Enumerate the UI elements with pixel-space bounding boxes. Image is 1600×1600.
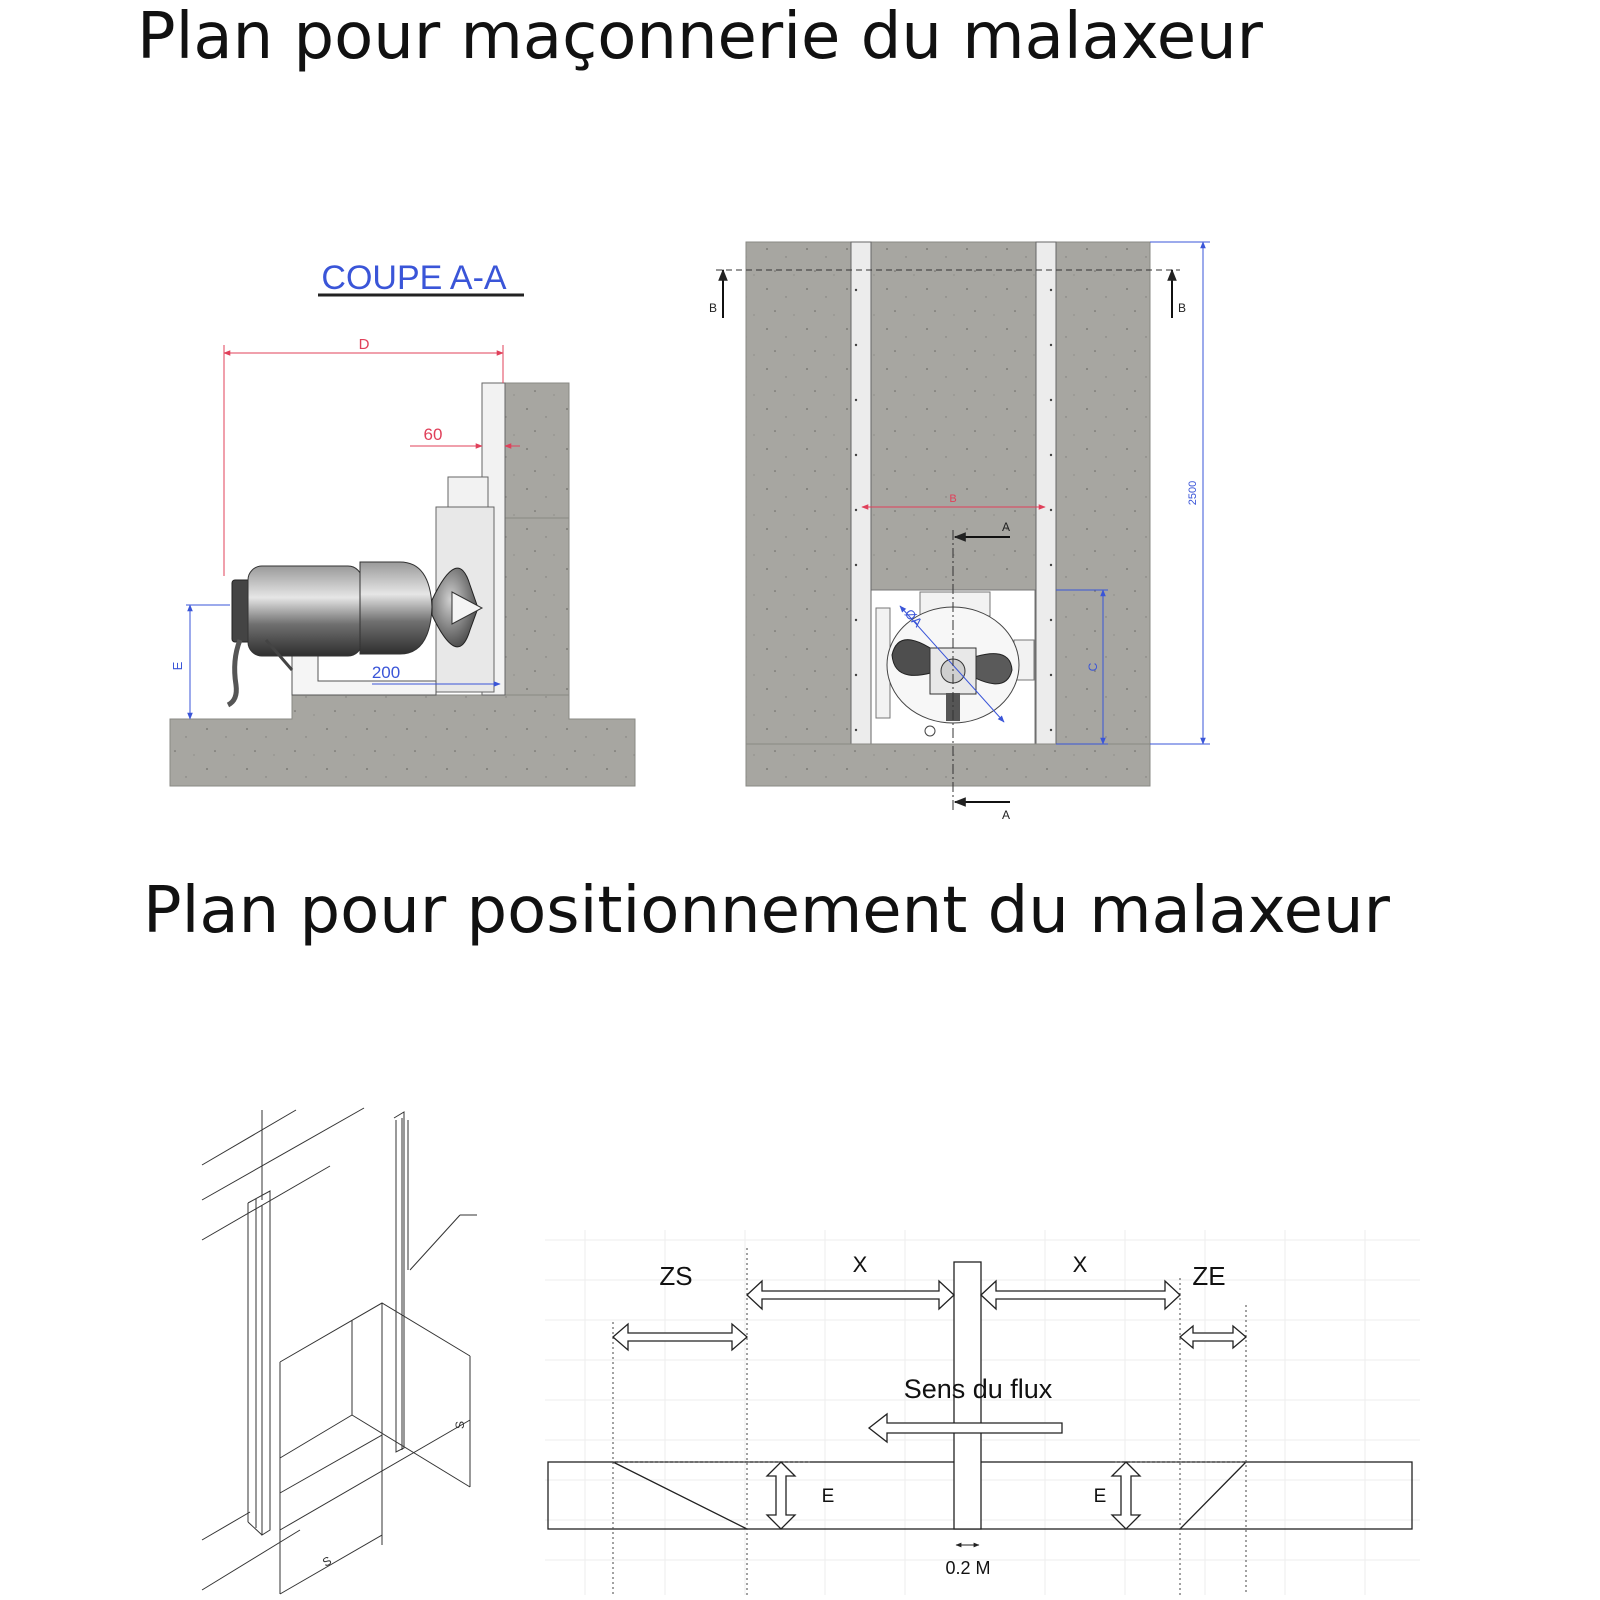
isometric-view: S S (201, 1107, 477, 1595)
e-label-right: E (1094, 1486, 1107, 1507)
zs-arrow (612, 1322, 748, 1352)
marker-b-right: B (1178, 301, 1186, 315)
dim-e-label: E (170, 661, 185, 670)
dim-60-label: 60 (424, 425, 443, 444)
dim-2500-label: 2500 (1187, 481, 1199, 505)
plan-view: ØA B B B A A C 2500 (709, 241, 1210, 822)
motor-body (359, 561, 433, 655)
e-label-left: E (822, 1486, 835, 1507)
section-heading: COUPE A-A (321, 259, 506, 297)
dim-d-label: D (359, 336, 370, 353)
positioning-plan-title: Plan pour positionnement du malaxeur (143, 874, 1390, 948)
e-arrow-right (1110, 1461, 1142, 1530)
marker-a-top: A (1002, 520, 1010, 534)
post-width-label: 0.2 M (945, 1558, 990, 1578)
iso-dim-s-vertical: S (453, 1421, 467, 1429)
dim-c-label: C (1086, 662, 1100, 671)
zs-label: ZS (659, 1261, 692, 1291)
masonry-plan-title: Plan pour maçonnerie du malaxeur (137, 0, 1263, 74)
ze-arrow (1178, 1324, 1248, 1350)
flow-view: ZS ZE X X Sens du flux E E 0.2 M (545, 1230, 1420, 1595)
dim-b-label: B (949, 493, 956, 505)
mixer-post (953, 1261, 982, 1530)
x-arrow-left (746, 1279, 955, 1311)
x-label-left: X (853, 1252, 868, 1277)
iso-dim-s-horizontal: S (320, 1553, 334, 1569)
e-arrow-left (765, 1461, 797, 1530)
ze-label: ZE (1192, 1261, 1225, 1291)
marker-a-bottom: A (1002, 808, 1010, 822)
section-view: COUPE A-A D 60 200 (169, 259, 636, 787)
x-label-right: X (1073, 1252, 1088, 1277)
flow-direction-label: Sens du flux (904, 1374, 1053, 1404)
marker-b-left: B (709, 301, 717, 315)
x-arrow-right (980, 1279, 1181, 1311)
dim-200-label: 200 (372, 663, 400, 682)
flow-arrow (867, 1412, 1063, 1444)
